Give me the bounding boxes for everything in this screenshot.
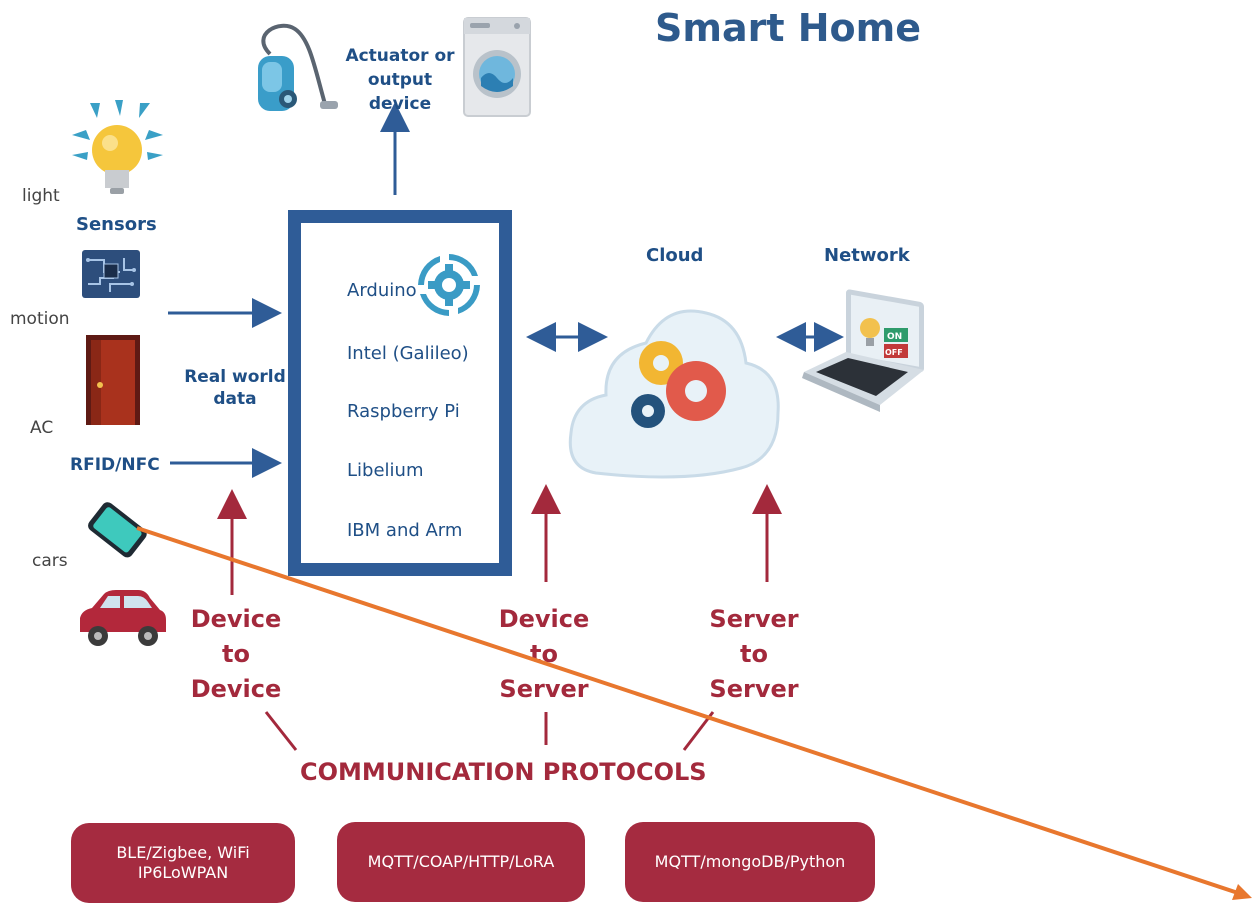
protocol-pill-1-line1: BLE/Zigbee, WiFi	[116, 843, 250, 862]
device-to-device-label: Device to Device	[166, 602, 306, 707]
switch-off-text: OFF	[885, 348, 903, 357]
d2d-line2: to	[222, 640, 250, 668]
s2s-line2: to	[740, 640, 768, 668]
d2d-line3: Device	[190, 675, 282, 703]
gear-red-icon	[666, 361, 726, 421]
light-bulb-icon	[72, 100, 163, 194]
circuit-board-icon	[82, 250, 140, 298]
board-item-intel-galileo: Intel (Galileo)	[347, 343, 469, 364]
board-item-raspberry-pi: Raspberry Pi	[347, 401, 460, 422]
protocol-pill-mqtt-mongodb: MQTT/mongoDB/Python	[625, 822, 875, 902]
actuator-label: Actuator or output device	[340, 44, 460, 116]
gear-blue-icon	[631, 394, 665, 428]
laptop-icon: ON OFF	[802, 289, 924, 412]
connector-left	[264, 711, 298, 751]
rfid-nfc-label: RFID/NFC	[70, 455, 160, 475]
cloud-gears-icon	[568, 309, 780, 479]
car-icon	[80, 590, 166, 646]
protocol-pill-1-line2: IP6LoWPAN	[137, 863, 229, 882]
actuator-label-line1: Actuator or	[345, 46, 455, 66]
d2s-line3: Server	[499, 675, 589, 703]
board-item-arduino: Arduino	[347, 280, 417, 301]
real-world-data-line2: data	[213, 389, 257, 409]
cloud-label: Cloud	[646, 245, 704, 266]
door-icon	[86, 335, 140, 425]
server-to-server-label: Server to Server	[684, 602, 824, 707]
protocol-pill-2-label: MQTT/COAP/HTTP/LoRA	[367, 852, 555, 871]
protocol-pill-ble-zigbee: BLE/Zigbee, WiFi IP6LoWPAN	[71, 823, 295, 903]
protocol-pill-mqtt-coap: MQTT/COAP/HTTP/LoRA	[337, 822, 585, 902]
sensors-heading: Sensors	[76, 214, 157, 235]
d2d-line1: Device	[190, 605, 282, 633]
washing-machine-icon	[463, 17, 531, 117]
actuator-label-line2: output device	[367, 70, 433, 114]
communication-protocols-title: COMMUNICATION PROTOCOLS	[300, 758, 707, 786]
controller-board-box: Arduino Intel (Galileo) Raspberry Pi Lib…	[288, 210, 512, 576]
vacuum-cleaner-icon	[258, 23, 338, 111]
switch-on-text: ON	[887, 332, 902, 342]
sensor-cars-label: cars	[32, 551, 68, 571]
real-world-data-line1: Real world	[184, 367, 286, 387]
gear-cycle-icon	[418, 254, 480, 316]
protocol-pill-3-label: MQTT/mongoDB/Python	[654, 852, 846, 871]
board-item-ibm-arm: IBM and Arm	[347, 520, 463, 541]
s2s-line1: Server	[709, 605, 799, 633]
sensor-motion-label: motion	[10, 309, 70, 329]
sensor-ac-label: AC	[30, 418, 54, 438]
board-item-libelium: Libelium	[347, 460, 424, 481]
sensor-light-label: light	[22, 186, 60, 206]
page-title: Smart Home	[655, 6, 922, 50]
d2s-line1: Device	[498, 605, 590, 633]
s2s-line3: Server	[709, 675, 799, 703]
network-label: Network	[824, 245, 910, 266]
real-world-data-label: Real world data	[170, 366, 300, 410]
smartphone-icon	[88, 502, 147, 558]
